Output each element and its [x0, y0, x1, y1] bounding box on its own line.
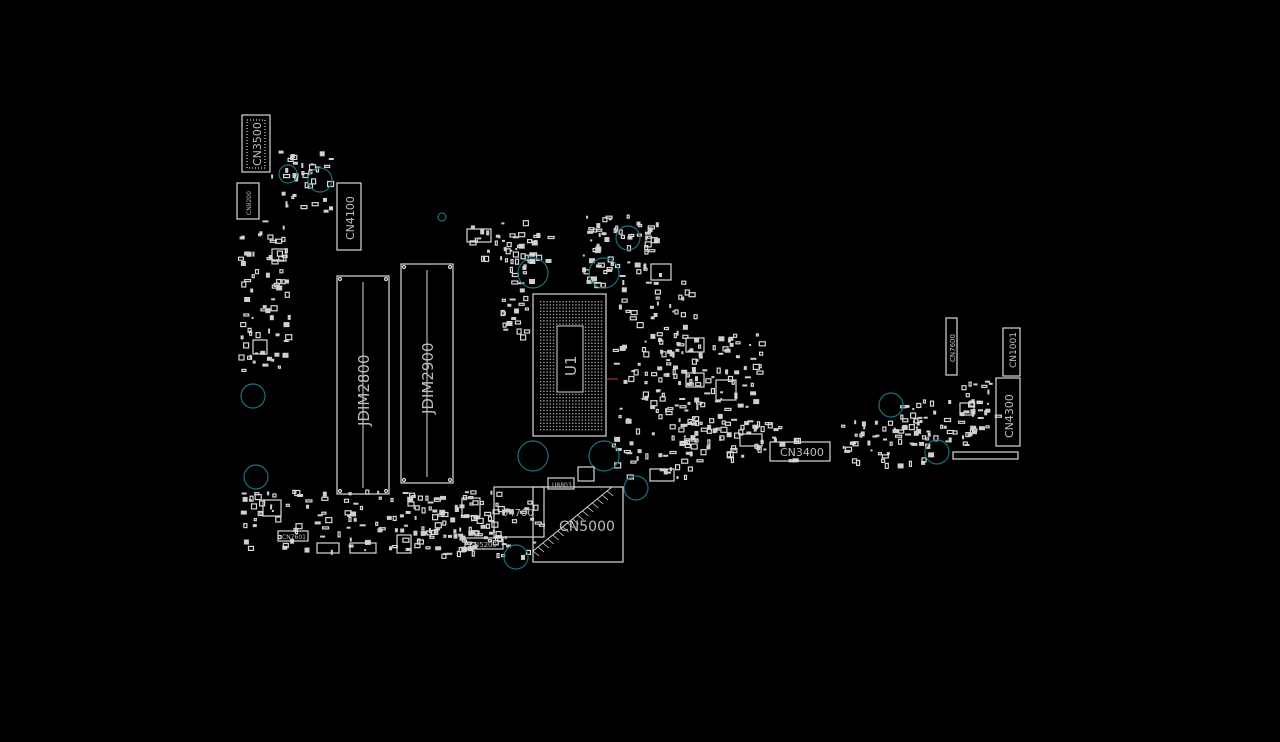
mounting-holes	[240, 164, 950, 570]
cpu-u1[interactable]: U1	[532, 293, 618, 437]
cn7601-label: CN7601	[282, 534, 306, 541]
u8803-label: U8803	[552, 482, 572, 489]
mounting-hole	[278, 164, 298, 184]
cn5000-hatch	[532, 490, 614, 557]
mounting-hole	[588, 257, 620, 289]
jdim2900-label: JDIM2900	[419, 342, 437, 415]
u1-label: U1	[562, 355, 580, 376]
cn3400-label: CN3400	[780, 446, 824, 459]
mounting-hole	[517, 257, 549, 289]
cn5200-label: CN5200	[469, 541, 497, 549]
connector-cn5000[interactable]: CN5000	[532, 486, 624, 563]
cpu-ball-grid-dots	[540, 301, 603, 431]
connector-cn7600[interactable]: CN7600	[945, 317, 958, 376]
mounting-hole	[588, 440, 620, 472]
u4700-label: U4700	[501, 508, 534, 519]
chip-u4700[interactable]: U4700	[493, 486, 545, 538]
connector-cn7601[interactable]: CN7601	[277, 530, 309, 542]
connector-cn3500[interactable]: CN3500	[241, 114, 271, 173]
mounting-hole	[615, 225, 641, 251]
connector-cn1001[interactable]: CN1001	[1002, 327, 1021, 377]
small-components-group	[237, 150, 1003, 560]
cn4300-label: CN4300	[1003, 394, 1016, 438]
mounting-hole	[517, 440, 549, 472]
cn5000-label: CN5000	[559, 519, 615, 535]
cn8200-label: CN8200	[246, 191, 253, 215]
cn7600-label: CN7600	[949, 334, 957, 362]
mounting-hole	[437, 212, 447, 222]
mounting-hole	[503, 544, 529, 570]
connector-cn3400[interactable]: CN3400	[769, 441, 831, 462]
connector-cn5200[interactable]: CN5200	[464, 537, 504, 550]
connector-cn4300[interactable]: CN4300	[995, 377, 1021, 447]
jdim2800-label: JDIM2800	[355, 354, 373, 427]
mounting-hole	[243, 464, 269, 490]
dimm-slot-jdim2900[interactable]: JDIM2900	[400, 263, 454, 484]
pin-header-strip	[952, 451, 1019, 460]
mounting-hole	[924, 439, 950, 465]
mounting-hole	[240, 383, 266, 409]
mounting-hole	[878, 392, 904, 418]
cn3500-label: CN3500	[251, 122, 264, 166]
cn4100-label: CN4100	[344, 196, 357, 240]
cn1001-label: CN1001	[1009, 332, 1019, 368]
connector-cn8200[interactable]: CN8200	[236, 182, 260, 220]
chip-u8803[interactable]: U8803	[547, 477, 575, 490]
mounting-hole	[623, 475, 649, 501]
connector-cn4100[interactable]: CN4100	[336, 182, 362, 251]
misc-outlined-parts	[252, 228, 975, 554]
mounting-hole	[307, 167, 333, 193]
dimm-slot-jdim2800[interactable]: JDIM2800	[336, 275, 390, 495]
